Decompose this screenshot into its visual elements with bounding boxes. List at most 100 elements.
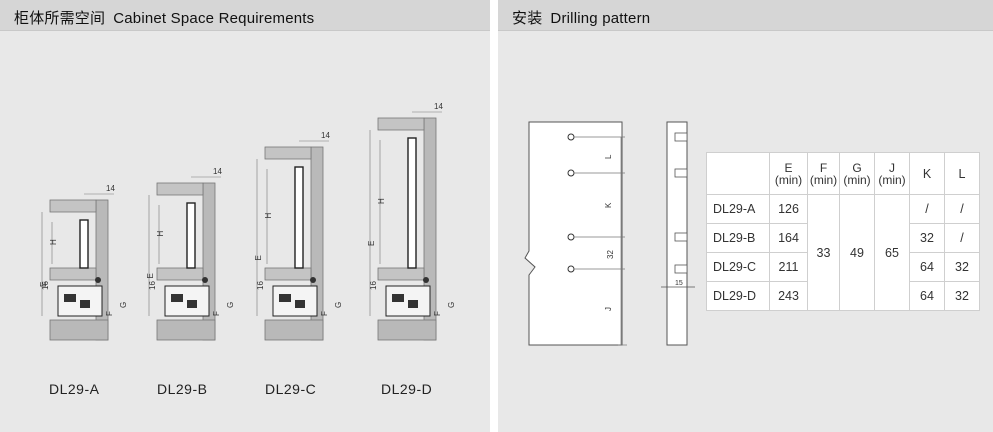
drawer-a-cabinet-wall: [95, 199, 109, 341]
table-cell-l: /: [944, 194, 980, 224]
table-header-row: E(min) F(min) G(min) J(min) K L: [706, 152, 980, 195]
table-cell-model: DL29-D: [706, 281, 770, 311]
drawer-a-dim-h: H: [49, 239, 58, 245]
drawer-c-base: [264, 319, 324, 341]
drawer-c-top-panel: [264, 146, 312, 160]
drawer-b-dim-g: G: [226, 302, 235, 308]
side-panel-outline: [524, 121, 623, 346]
edge-view-holes: [674, 132, 688, 274]
dim-15-label: 15: [675, 280, 683, 287]
drawer-b-dim-f: F: [212, 311, 221, 316]
table-cell-f-shared: 33: [807, 194, 840, 311]
table-row: DL29-D 243 64 32: [706, 281, 980, 311]
table-header-g: G(min): [839, 152, 875, 195]
drawer-c-fixing-screw: [310, 277, 316, 283]
drawer-c-runner-detail-2: [295, 300, 305, 308]
drawer-a-runner-detail-2: [80, 300, 90, 308]
drilling-pattern-title-zh: 安装: [512, 10, 543, 27]
table-cell-model: DL29-A: [706, 194, 770, 224]
model-label-c: DL29-C: [265, 381, 317, 397]
table-header-j: J(min): [874, 152, 910, 195]
drawer-d-dim-g: G: [447, 302, 456, 308]
model-label-d: DL29-D: [381, 381, 433, 397]
table-cell-e: 211: [769, 252, 808, 282]
drawer-d-runner-detail-2: [408, 300, 418, 308]
drill-hole-1: [567, 133, 575, 141]
drawer-a-shelf: [49, 267, 97, 281]
drawer-b-dim-e: E: [146, 273, 155, 278]
drawer-a-dim-14: 14: [106, 184, 115, 193]
drawer-b-dim-14: 14: [213, 167, 222, 176]
drawer-b-runner-detail-2: [187, 300, 197, 308]
drawer-a-top-panel: [49, 199, 97, 213]
drill-holes: [567, 133, 575, 273]
drawer-a-dim-e: E: [39, 282, 48, 287]
drawer-a-drawer-profile: [79, 219, 89, 269]
table-row: DL29-C 211 64 32: [706, 252, 980, 282]
drawer-a-runner-detail-1: [64, 294, 76, 302]
drawer-b-dim-h: H: [156, 231, 165, 237]
table-cell-model: DL29-B: [706, 223, 770, 253]
table-cell-e: 164: [769, 223, 808, 253]
table-cell-e: 126: [769, 194, 808, 224]
drawer-b-top-panel: [156, 182, 204, 196]
drawer-c-dim-e: E: [254, 255, 263, 260]
drawer-c-dim-16: 16: [256, 281, 265, 290]
table-cell-k: 64: [909, 252, 945, 282]
cabinet-space-title: 柜体所需空间 Cabinet Space Requirements: [14, 7, 314, 28]
drilling-pattern-drawing: L K 32 J 15: [524, 121, 695, 346]
table-header-l: L: [944, 152, 980, 195]
drawer-b-shelf: [156, 267, 204, 281]
drawer-d-dim-h: H: [377, 198, 386, 204]
drawer-a-fixing-screw: [95, 277, 101, 283]
drawer-d-drawer-profile: [407, 137, 417, 269]
drawer-a-dim-16: 16: [41, 281, 50, 290]
table-row: DL29-A 126 33 49 65 / /: [706, 194, 980, 311]
table-cell-g-shared: 49: [839, 194, 875, 311]
table-cell-j-shared: 65: [874, 194, 910, 311]
drawer-c-dim-h: H: [264, 213, 273, 219]
table-cell-l: /: [944, 223, 980, 253]
table-header-f: F(min): [807, 152, 840, 195]
drawer-d-dim-f: F: [433, 311, 442, 316]
drawer-d-fixing-screw: [423, 277, 429, 283]
table-header-blank: [706, 152, 770, 195]
drawer-c-dim-f: F: [320, 311, 329, 316]
drawer-d-shelf: [377, 267, 425, 281]
table-cell-k: 32: [909, 223, 945, 253]
drawer-a-dim-g: G: [119, 302, 128, 308]
dim-l-label: L: [604, 154, 613, 159]
drawer-a-dim-f: F: [105, 311, 114, 316]
table-header-k: K: [909, 152, 945, 195]
table-cell-l: 32: [944, 281, 980, 311]
drawer-d-dim-16: 16: [369, 281, 378, 290]
table-cell-k: /: [909, 194, 945, 224]
cabinet-space-header: 柜体所需空间 Cabinet Space Requirements: [0, 0, 490, 31]
drawer-c-dim-g: G: [334, 302, 343, 308]
table-row: DL29-B 164 32 /: [706, 223, 980, 253]
table-cell-k: 64: [909, 281, 945, 311]
drawer-c-drawer-profile: [294, 166, 304, 269]
cabinet-space-title-zh: 柜体所需空间: [14, 10, 106, 27]
model-label-a: DL29-A: [49, 381, 100, 397]
cabinet-space-title-en: Cabinet Space Requirements: [113, 10, 315, 27]
table-header-e: E(min): [769, 152, 808, 195]
dim-j-label: J: [604, 307, 613, 311]
drawer-b-base: [156, 319, 216, 341]
drawer-b-fixing-screw: [202, 277, 208, 283]
drawer-c-shelf: [264, 267, 312, 281]
drill-hole-3: [567, 233, 575, 241]
table-cell-l: 32: [944, 252, 980, 282]
drawer-b-drawer-profile: [186, 202, 196, 269]
drawer-d-base: [377, 319, 437, 341]
dimensions-table: E(min) F(min) G(min) J(min) K L DL29-A 1…: [706, 152, 980, 311]
table-cell-model: DL29-C: [706, 252, 770, 282]
dim-32-label: 32: [606, 250, 615, 259]
drawer-b-runner-detail-1: [171, 294, 183, 302]
drawer-b-dim-16: 16: [148, 281, 157, 290]
drawer-d-dim-e: E: [367, 241, 376, 246]
table-cell-e: 243: [769, 281, 808, 311]
